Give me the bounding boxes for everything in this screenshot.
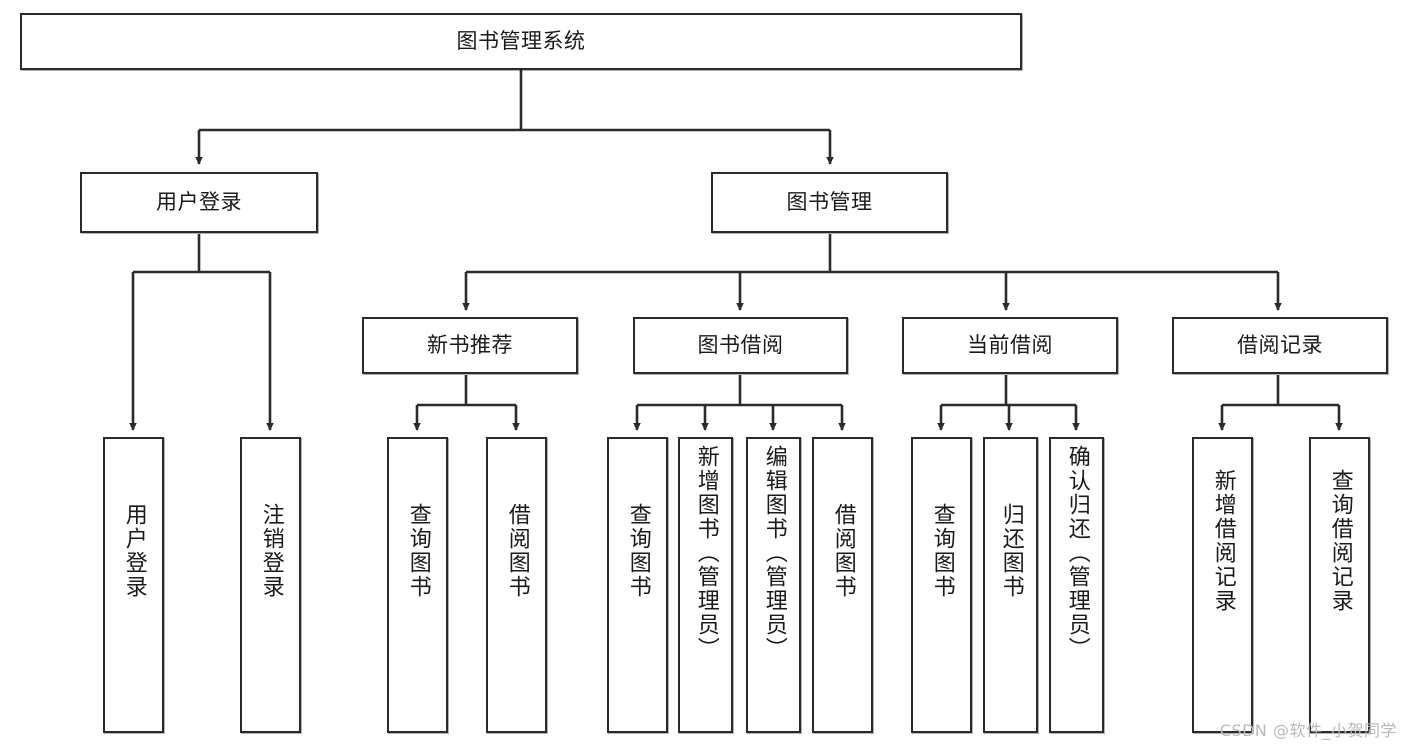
- node-label: 归还图书: [998, 503, 1024, 599]
- node-label: 查询借阅记录: [1327, 469, 1353, 613]
- leaf-new-book-query-books[interactable]: 查询图书: [387, 437, 448, 733]
- leaf-borrow-record-query-record[interactable]: 查询借阅记录: [1309, 437, 1370, 733]
- leaf-current-borrow-confirm-return-admin[interactable]: 确认归还（管理员）: [1049, 437, 1104, 733]
- node-label: 用户登录: [156, 190, 242, 215]
- leaf-book-borrow-add-book-admin[interactable]: 新增图书（管理员）: [678, 437, 733, 733]
- node-label: 当前借阅: [967, 333, 1053, 358]
- leaf-borrow-record-add-record[interactable]: 新增借阅记录: [1192, 437, 1253, 733]
- leaf-user-login-sign-in[interactable]: 用户登录: [103, 437, 164, 733]
- leaf-new-book-borrow-books[interactable]: 借阅图书: [486, 437, 547, 733]
- node-label: 借阅图书: [830, 503, 856, 599]
- leaf-current-borrow-query-books[interactable]: 查询图书: [911, 437, 972, 733]
- node-user-login[interactable]: 用户登录: [80, 172, 318, 233]
- node-label: 确认归还（管理员）: [1064, 445, 1090, 661]
- node-book-management[interactable]: 图书管理: [711, 172, 948, 233]
- node-label: 图书借阅: [697, 333, 784, 358]
- node-label: 借阅记录: [1237, 333, 1323, 358]
- node-label: 查询图书: [405, 503, 431, 599]
- node-label: 新书推荐: [427, 333, 513, 358]
- node-label: 编辑图书（管理员）: [761, 445, 787, 661]
- node-book-borrowing[interactable]: 图书借阅: [633, 317, 848, 374]
- node-new-book-recommendation[interactable]: 新书推荐: [362, 317, 578, 374]
- node-current-borrowing[interactable]: 当前借阅: [902, 317, 1118, 374]
- node-label: 借阅图书: [504, 503, 530, 599]
- node-label: 用户登录: [121, 503, 147, 599]
- node-label: 图书管理: [786, 190, 873, 215]
- node-root-book-management-system[interactable]: 图书管理系统: [20, 13, 1022, 70]
- leaf-book-borrow-borrow-books[interactable]: 借阅图书: [812, 437, 873, 733]
- node-label: 新增借阅记录: [1210, 469, 1236, 613]
- node-label: 注销登录: [258, 503, 284, 599]
- node-borrowing-records[interactable]: 借阅记录: [1172, 317, 1388, 374]
- leaf-current-borrow-return-books[interactable]: 归还图书: [983, 437, 1038, 733]
- node-label: 查询图书: [929, 503, 955, 599]
- node-label: 查询图书: [625, 503, 651, 599]
- leaf-book-borrow-query-books[interactable]: 查询图书: [607, 437, 668, 733]
- node-label: 新增图书（管理员）: [693, 445, 719, 661]
- leaf-book-borrow-edit-book-admin[interactable]: 编辑图书（管理员）: [746, 437, 801, 733]
- leaf-user-login-sign-out[interactable]: 注销登录: [240, 437, 301, 733]
- node-label: 图书管理系统: [456, 29, 586, 54]
